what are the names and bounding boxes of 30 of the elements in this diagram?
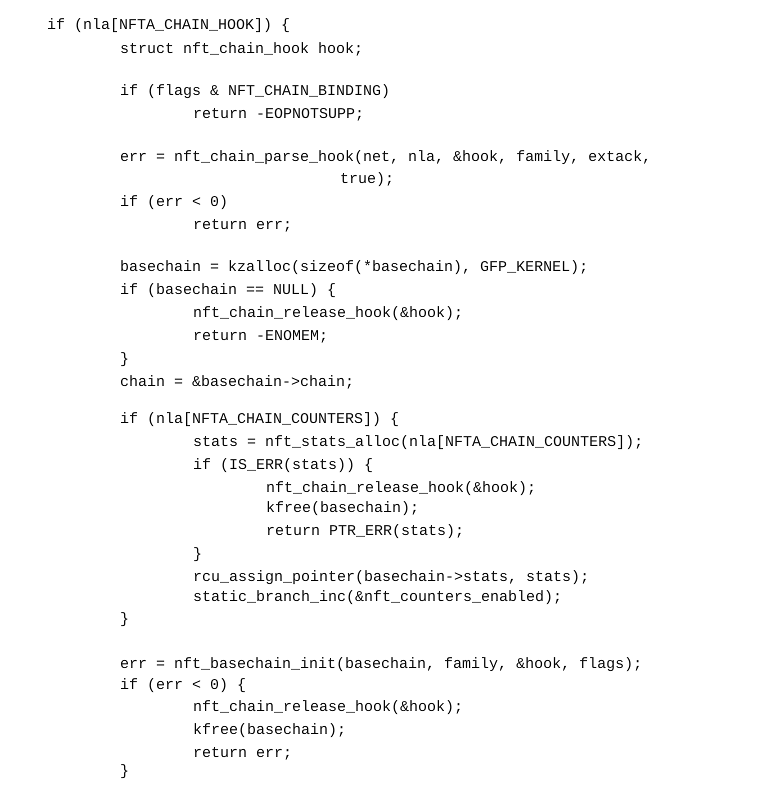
code-line: true);	[340, 170, 394, 190]
code-line: return -ENOMEM;	[193, 327, 328, 347]
code-line: err = nft_chain_parse_hook(net, nla, &hook, family, extack,	[120, 148, 652, 168]
code-line: }	[120, 610, 130, 630]
code-line: kfree(basechain);	[193, 721, 346, 741]
code-line: rcu_assign_pointer(basechain->stats, stats);	[193, 568, 590, 588]
code-line: }	[120, 762, 130, 782]
code-line: if (nla[NFTA_CHAIN_HOOK]) {	[47, 16, 290, 36]
code-line: struct nft_chain_hook hook;	[120, 40, 364, 60]
code-line: if (err < 0)	[120, 193, 228, 213]
code-line: if (basechain == NULL) {	[120, 281, 336, 301]
code-line: chain = &basechain->chain;	[120, 373, 354, 393]
code-line: stats = nft_stats_alloc(nla[NFTA_CHAIN_COUNTERS]);	[193, 433, 644, 453]
code-line: if (nla[NFTA_CHAIN_COUNTERS]) {	[120, 410, 400, 430]
code-line: return err;	[193, 216, 292, 236]
code-line: }	[120, 350, 130, 370]
code-line: return PTR_ERR(stats);	[266, 522, 464, 542]
code-line: }	[193, 545, 202, 565]
code-line: kfree(basechain);	[266, 499, 420, 519]
code-line: if (flags & NFT_CHAIN_BINDING)	[120, 82, 390, 102]
code-line: err = nft_basechain_init(basechain, family, &hook, flags);	[120, 655, 642, 675]
code-line: if (IS_ERR(stats)) {	[193, 456, 374, 476]
code-line: nft_chain_release_hook(&hook);	[266, 479, 536, 499]
code-line: static_branch_inc(&nft_counters_enabled);	[193, 588, 562, 608]
code-line: nft_chain_release_hook(&hook);	[193, 304, 464, 324]
code-line: nft_chain_release_hook(&hook);	[193, 698, 464, 718]
code-line: return err;	[193, 744, 292, 764]
code-line: if (err < 0) {	[120, 676, 246, 696]
code-line: return -EOPNOTSUPP;	[193, 105, 364, 125]
code-line: basechain = kzalloc(sizeof(*basechain), GFP_KERNEL);	[120, 258, 588, 278]
